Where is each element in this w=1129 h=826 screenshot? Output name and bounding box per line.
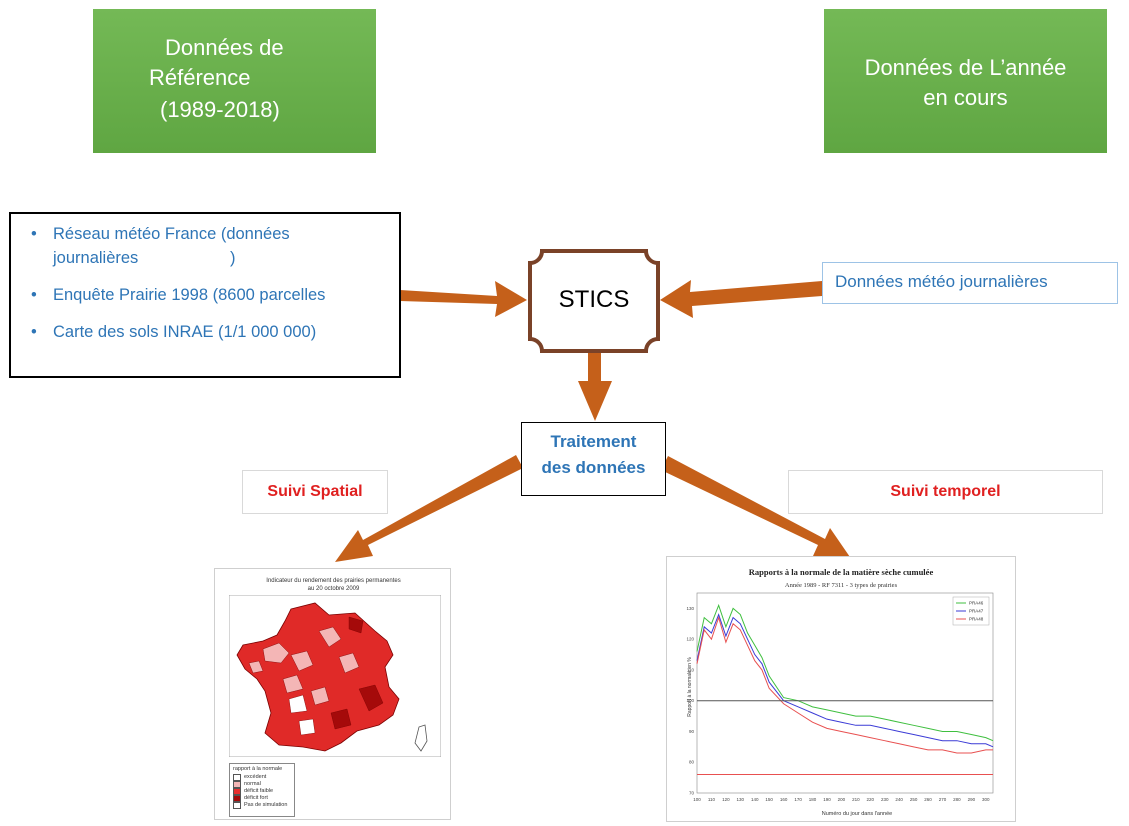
chart-x-tick-label: 180 [809,797,817,802]
chart-x-tick-label: 200 [838,797,846,802]
chart-series-line [696,603,994,742]
chart-y-tick-label: 70 [689,791,695,796]
current-year-line-1: Données de L’année [864,55,1067,80]
chart-x-tick-label: 170 [794,797,802,802]
chart-x-tick-label: 120 [722,797,730,802]
chart-y-tick-label: 110 [687,667,695,672]
chart-x-tick-label: 110 [708,797,716,802]
data-sources-list: Réseau météo France (données journalière… [11,214,399,344]
source-sols-line: Carte des sols INRAE (1/1 000 000) [53,323,317,341]
spatial-monitoring-label-box: Suivi Spatial [242,470,388,514]
source-item-carte-sols: Carte des sols INRAE (1/1 000 000) [31,320,399,344]
current-year-box: Données de L’année en cours [824,9,1107,153]
dry-matter-chart-figure: Rapports à la normale de la matière sèch… [666,556,1016,822]
source-meteo-line-1: Réseau météo France (données [53,225,290,243]
chart-legend-label: PRA47 [969,609,984,614]
chart-x-tick-label: 190 [823,797,831,802]
chart-x-tick-label: 140 [751,797,759,802]
map-legend-item: Pas de simulation [233,802,291,809]
map-title-line-1: Indicateur du rendement des prairies per… [266,578,401,584]
chart-x-tick-label: 100 [693,797,701,802]
arrow-traitement-to-map [335,455,523,562]
map-legend-label: déficit faible [244,788,274,794]
data-sources-box: Réseau météo France (données journalière… [9,212,401,378]
arrow-sources-to-stics [400,281,527,317]
chart-x-tick-label: 150 [765,797,773,802]
daily-weather-box: Données météo journalières [822,262,1118,304]
chart-x-tick-label: 250 [910,797,918,802]
chart-series-line [696,615,993,754]
france-yield-map-figure: Indicateur du rendement des prairies per… [214,568,451,820]
chart-x-tick-label: 260 [924,797,932,802]
chart-y-tick-label: 90 [689,729,695,734]
chart-subtitle: Année 1989 - RF 7311 - 3 types de prairi… [785,582,898,589]
map-legend-label: déficit fort [244,795,268,801]
chart-ylabel: Rapport à la normale en % [687,657,693,717]
temporal-monitoring-label: Suivi temporel [890,483,1001,500]
source-enquete-line: Enquête Prairie 1998 (8600 parcelles [53,286,326,304]
arrow-meteo-to-stics [660,280,822,318]
map-legend-swatch [233,788,241,795]
map-legend-label: Pas de simulation [244,802,288,808]
map-legend-title: rapport à la normale [233,766,283,772]
chart-series-line [696,613,994,748]
chart-legend-label: PRA48 [969,617,984,622]
reference-line-2: Référence [149,65,251,90]
chart-plot-area [696,592,994,794]
chart-xlabel: Numéro du jour dans l'année [822,811,892,817]
arrow-stics-to-traitement [578,352,612,421]
chart-title: Rapports à la normale de la matière sèch… [749,567,934,577]
map-legend-swatch [233,781,241,788]
chart-x-tick-label: 280 [953,797,961,802]
chart-legend-label: PRA46 [969,601,984,606]
map-legend-label: excédent [244,774,267,780]
reference-data-box: Données de Référence (1989-2018) [93,9,376,153]
map-legend-item: excédent [233,774,291,781]
chart-x-tick-label: 220 [867,797,875,802]
map-legend-item: déficit fort [233,795,291,802]
source-meteo-line-2: journalières ) [53,249,236,267]
chart-y-tick-label: 80 [689,760,695,765]
map-legend-swatch [233,795,241,802]
source-item-enquete-prairie: Enquête Prairie 1998 (8600 parcelles [31,283,399,307]
chart-x-tick-label: 240 [895,797,903,802]
chart-y-tick-label: 120 [686,637,694,642]
map-legend-swatch [233,774,241,781]
stics-box: STICS [527,248,661,354]
chart-x-tick-label: 130 [737,797,745,802]
map-legend-item: normal [233,781,291,788]
reference-line-1: Données de [165,35,284,60]
chart-y-tick-label: 100 [686,698,694,703]
chart-x-tick-label: 160 [780,797,788,802]
data-processing-box: Traitement des données [521,422,666,496]
stics-label: STICS [558,286,630,313]
map-legend-label: normal [244,781,261,787]
arrow-traitement-to-chart [661,456,852,560]
chart-x-tick-label: 230 [881,797,889,802]
chart-y-tick-label: 130 [686,606,694,611]
reference-line-3: (1989-2018) [160,97,280,122]
chart-x-tick-label: 290 [968,797,976,802]
chart-x-tick-label: 270 [939,797,947,802]
chart-x-tick-label: 210 [852,797,860,802]
source-item-meteo-france: Réseau météo France (données journalière… [31,222,399,270]
corsica-outline [414,724,428,752]
france-map [229,595,441,757]
daily-weather-label: Données météo journalières [835,272,1048,291]
data-processing-line-1: Traitement [550,432,637,451]
data-processing-line-2: des données [541,458,646,477]
dry-matter-chart: Rapports à la normale de la matière sèch… [686,567,994,817]
chart-x-tick-label: 300 [982,797,990,802]
map-legend-item: déficit faible [233,788,291,795]
spatial-monitoring-label: Suivi Spatial [267,483,363,500]
france-outline [236,602,400,752]
temporal-monitoring-label-box: Suivi temporel [788,470,1103,514]
current-year-line-2: en cours [923,85,1008,110]
stics-plaque-frame [528,249,660,353]
map-title-line-2: au 20 octobre 2009 [307,586,360,592]
map-legend-swatch [233,802,241,809]
